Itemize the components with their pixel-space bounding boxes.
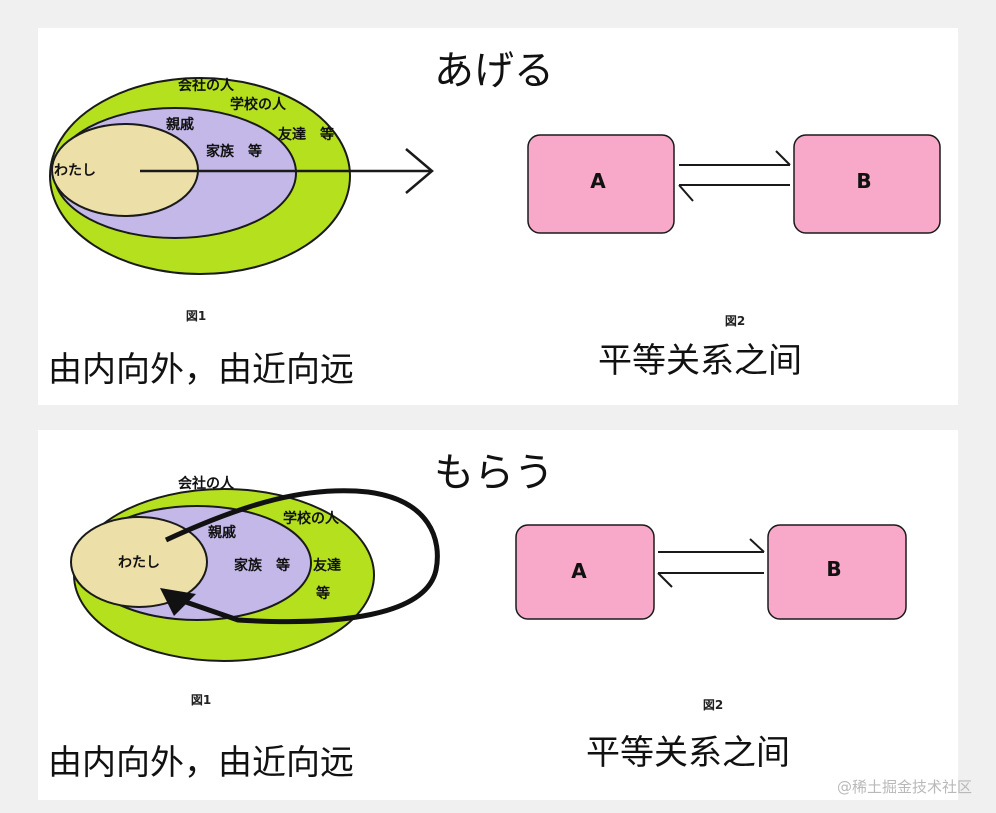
morau-diagram: もらう 会社の人 学校の人 親戚 家族 等 友達 等 わたし A B 図1 図2… — [48, 450, 907, 783]
arrow-a-to-b-head — [775, 150, 791, 166]
title-morau: もらう — [434, 450, 554, 496]
label-friends: 友達 — [313, 557, 341, 574]
outward-arrow-head — [405, 148, 434, 194]
box-a-label: A — [590, 169, 606, 193]
label-relatives: 親戚 — [208, 524, 236, 541]
caption-right: 平等关系之间 — [598, 341, 802, 381]
box-a — [527, 134, 675, 234]
figure-1-label: 図1 — [191, 693, 211, 707]
label-self: わたし — [54, 163, 96, 179]
return-loop-arrow — [164, 488, 440, 625]
label-company-people: 会社の人 — [178, 77, 235, 94]
label-family-etc: 家族 等 — [234, 557, 290, 574]
return-arrow-head — [160, 588, 196, 616]
watermark: @稀土掘金技术社区 — [836, 778, 972, 796]
label-company-people: 会社の人 — [178, 475, 235, 492]
caption-right: 平等关系之间 — [586, 733, 790, 773]
title-ageru: あげる — [434, 48, 554, 94]
box-b — [767, 524, 907, 620]
arrow-a-to-b-head — [749, 538, 765, 553]
caption-left: 由内向外，由近向远 — [48, 350, 354, 390]
box-a — [515, 524, 655, 620]
label-family-etc: 家族 等 — [206, 143, 262, 160]
arrow-b-to-a-head — [678, 184, 694, 202]
label-school-people: 学校の人 — [283, 510, 340, 527]
box-b — [793, 134, 941, 234]
box-a-label: A — [571, 559, 587, 583]
label-etc: 等 — [316, 585, 330, 602]
figure-2-label: 図2 — [725, 314, 745, 328]
agaru-panel: あげる 会社の人 学校の人 親戚 家族 等 友達 等 わたし A B 図1 図2… — [38, 28, 958, 405]
box-b-label: B — [826, 557, 841, 581]
label-self: わたし — [118, 555, 160, 571]
label-friends-etc: 友達 等 — [278, 126, 334, 143]
label-school-people: 学校の人 — [230, 96, 287, 113]
figure-2-label: 図2 — [703, 698, 723, 712]
figure-1-label: 図1 — [186, 309, 206, 323]
label-relatives: 親戚 — [166, 116, 194, 133]
agaru-diagram: あげる 会社の人 学校の人 親戚 家族 等 友達 等 わたし A B 図1 図2… — [48, 48, 941, 390]
arrow-b-to-a-head — [657, 572, 673, 588]
box-b-label: B — [856, 169, 871, 193]
morau-panel: もらう 会社の人 学校の人 親戚 家族 等 友達 等 わたし A B 図1 図2… — [38, 430, 958, 800]
caption-left: 由内向外，由近向远 — [48, 743, 354, 783]
